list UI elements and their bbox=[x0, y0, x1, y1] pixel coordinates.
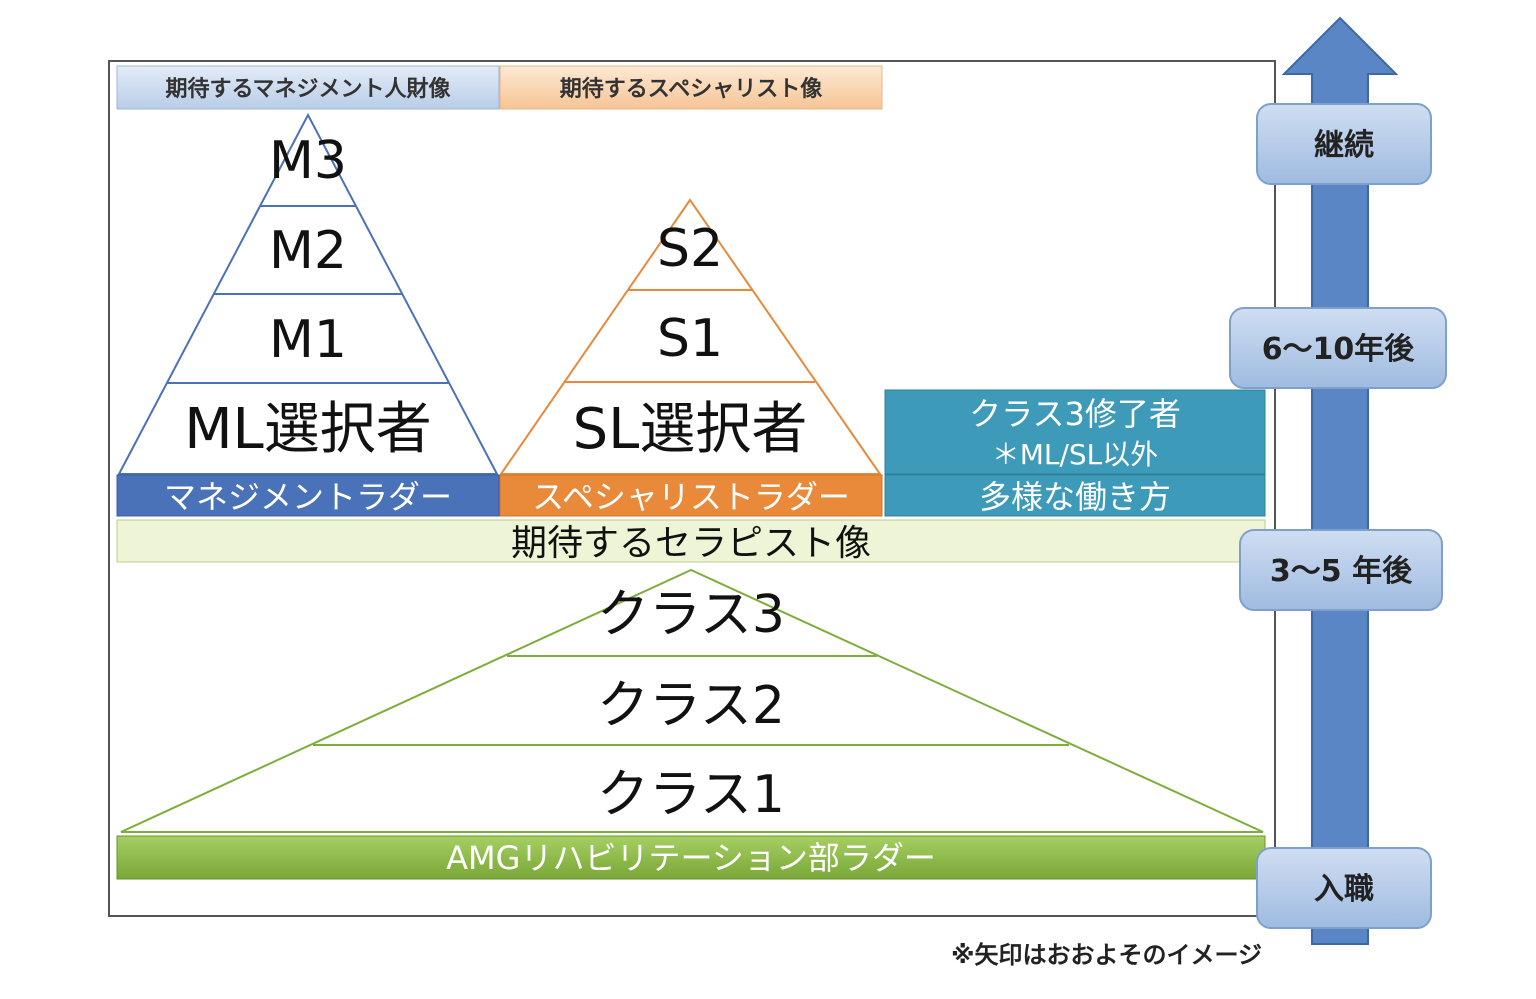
stage-join: 入職 bbox=[1314, 872, 1374, 907]
specialist-header-box bbox=[499, 65, 883, 110]
level-s2: S2 bbox=[657, 219, 723, 279]
stage-6-10-years-box bbox=[1229, 307, 1447, 389]
specialist-header: 期待するスペシャリスト像 bbox=[560, 76, 823, 102]
stage-join-box bbox=[1256, 847, 1432, 929]
management-ladder-label: マネジメントラダー bbox=[164, 478, 452, 516]
stage-continue: 継続 bbox=[1314, 128, 1374, 163]
stage-continue-box bbox=[1256, 103, 1432, 185]
level-m1: M1 bbox=[269, 310, 347, 370]
other-track-box bbox=[884, 389, 1266, 475]
level-class1: クラス1 bbox=[597, 765, 785, 825]
management-header: 期待するマネジメント人財像 bbox=[165, 76, 451, 102]
level-m3: M3 bbox=[269, 131, 347, 191]
management-header-box bbox=[116, 65, 500, 110]
level-sl-candidate: SL選択者 bbox=[573, 397, 808, 462]
level-class2: クラス2 bbox=[597, 676, 785, 736]
level-class3: クラス3 bbox=[597, 585, 785, 645]
management-ladder-band bbox=[116, 474, 500, 517]
specialist-ladder-label: スペシャリストラダー bbox=[532, 478, 850, 516]
other-track-band-label: 多様な働き方 bbox=[979, 478, 1171, 516]
stage-6-10-years: 6～10年後 bbox=[1262, 332, 1416, 367]
class-pyramid bbox=[120, 568, 1264, 833]
amg-ladder-band bbox=[116, 835, 1266, 880]
therapist-band-label: 期待するセラピスト像 bbox=[511, 523, 871, 564]
level-s1: S1 bbox=[657, 309, 723, 369]
management-pyramid bbox=[117, 112, 499, 475]
footnote: ※矢印はおおよそのイメージ bbox=[951, 941, 1262, 969]
other-track-line2: ＊ML/SL以外 bbox=[992, 438, 1159, 471]
timeline-arrow bbox=[1281, 16, 1399, 945]
stage-3-5-years-box bbox=[1239, 529, 1443, 611]
stage-3-5-years: 3～5 年後 bbox=[1270, 554, 1413, 589]
specialist-ladder-band bbox=[499, 474, 883, 517]
other-track-band bbox=[884, 474, 1266, 517]
level-m2: M2 bbox=[269, 221, 347, 281]
therapist-band bbox=[116, 519, 1266, 563]
other-track-line1: クラス3修了者 bbox=[969, 395, 1181, 433]
level-ml-candidate: ML選択者 bbox=[184, 397, 432, 462]
amg-ladder-label: AMGリハビリテーション部ラダー bbox=[446, 839, 936, 877]
specialist-pyramid bbox=[499, 198, 882, 475]
